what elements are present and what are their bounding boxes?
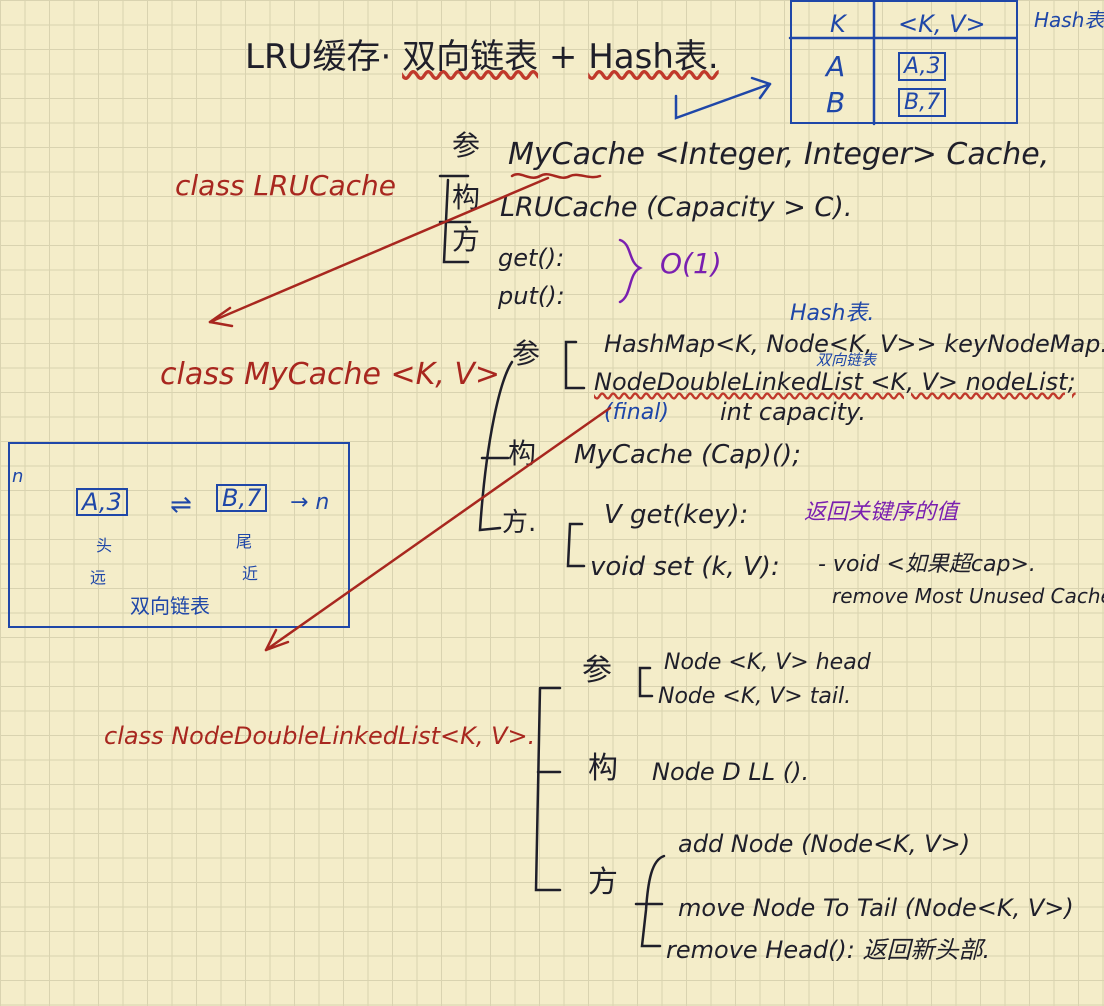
mycache-group-label-methods: 方. — [502, 508, 537, 538]
title-plus: + — [548, 37, 578, 77]
mycache-field-3: int capacity. — [720, 398, 867, 426]
ndll-constructor: Node D LL (). — [652, 758, 810, 786]
mycache-field-2: NodeDoubleLinkedList <K, V> nodeList; — [594, 368, 1076, 396]
arrow-title-to-hashtable — [674, 82, 772, 120]
lru-constructor: LRUCache (Capacity > C). — [500, 192, 853, 223]
lru-bracket — [442, 178, 470, 264]
mycache-get-note: 返回关键序的值 — [804, 500, 959, 525]
lru-put: put(): — [498, 282, 565, 310]
hash-table-header-k: K — [830, 10, 846, 38]
dll-diagram: n A,3 ⇌ B,7 → n 头 远 尾 近 双向链表 — [8, 442, 350, 628]
mycache-class-label: class MyCache <K, V> — [160, 357, 501, 392]
mycache-method-set: void set (k, V): — [590, 552, 780, 582]
lru-group-label-params: 参 — [452, 129, 481, 162]
dll-node-1: A,3 — [76, 488, 128, 516]
hash-table-key-a: A — [826, 50, 846, 83]
ndll-group-label-ctor: 构 — [588, 751, 618, 786]
ndll-bracket — [534, 686, 562, 892]
mycache-final-note: (final) — [604, 400, 669, 425]
dll-n-left: n — [12, 466, 24, 487]
lru-class-label: class LRUCache — [175, 169, 397, 202]
dll-n-right: → n — [290, 490, 330, 515]
mycache-dll-note: 双向链表 — [816, 351, 877, 369]
ndll-field-1: Node <K, V> head — [664, 650, 871, 675]
ndll-method-3: remove Head(): 返回新头部. — [666, 936, 991, 964]
mycache-set-note-2: remove Most Unused Cache — [832, 584, 1104, 608]
hash-table-value-b: B,7 — [898, 88, 947, 117]
dll-caption: 双向链表 — [130, 594, 210, 618]
page-title: LRU缓存· 双向链表 + Hash表. — [245, 40, 719, 74]
lru-group-label-ctor: 构 — [452, 181, 481, 214]
ndll-field-2: Node <K, V> tail. — [658, 684, 852, 709]
title-part1: 双向链表 — [402, 37, 539, 77]
mycache-constructor: MyCache (Cap)(); — [574, 440, 801, 470]
hash-table-value-a: A,3 — [898, 52, 947, 81]
lru-complexity: O(1) — [660, 247, 722, 280]
dll-head-sub: 远 — [90, 568, 107, 587]
ndll-method-1: add Node (Node<K, V>) — [678, 830, 971, 858]
arrow-mycache-to-class — [208, 176, 550, 324]
hash-table-header-kv: <K, V> — [898, 10, 986, 38]
lru-field: MyCache <Integer, Integer> Cache, — [508, 137, 1050, 172]
arrow-nodelist-to-class — [264, 406, 612, 652]
dll-node-2: B,7 — [216, 484, 268, 512]
ndll-class-label: class NodeDoubleLinkedList<K, V>. — [104, 722, 536, 750]
mycache-group-label-params: 参 — [512, 337, 541, 370]
dll-tail-label: 尾 — [236, 532, 253, 551]
lru-get: get(): — [498, 244, 565, 272]
mycache-set-note-1: - void <如果超cap>. — [818, 552, 1036, 577]
mycache-field-1: HashMap<K, Node<K, V>> keyNodeMap. — [604, 330, 1104, 358]
ndll-group-label-params: 参 — [582, 653, 612, 688]
dll-tail-sub: 近 — [242, 564, 259, 583]
title-prefix: LRU缓存· — [245, 37, 392, 77]
hash-table: K <K, V> A A,3 B B,7 — [790, 0, 1018, 124]
hash-table-key-b: B — [826, 86, 846, 119]
ndll-group-label-methods: 方 — [588, 865, 618, 900]
dll-head-label: 头 — [96, 536, 113, 555]
mycache-hash-note: Hash表. — [790, 301, 875, 326]
title-part2: Hash表. — [588, 37, 719, 77]
mycache-bracket — [478, 360, 514, 532]
lru-brace — [618, 238, 643, 304]
dll-arrows: ⇌ — [170, 490, 192, 520]
hash-table-side-label: Hash表 — [1034, 8, 1104, 32]
lru-group-label-methods: 方 — [452, 223, 481, 256]
mycache-method-get: V get(key): — [604, 500, 749, 530]
ndll-method-2: move Node To Tail (Node<K, V>) — [678, 894, 1074, 922]
